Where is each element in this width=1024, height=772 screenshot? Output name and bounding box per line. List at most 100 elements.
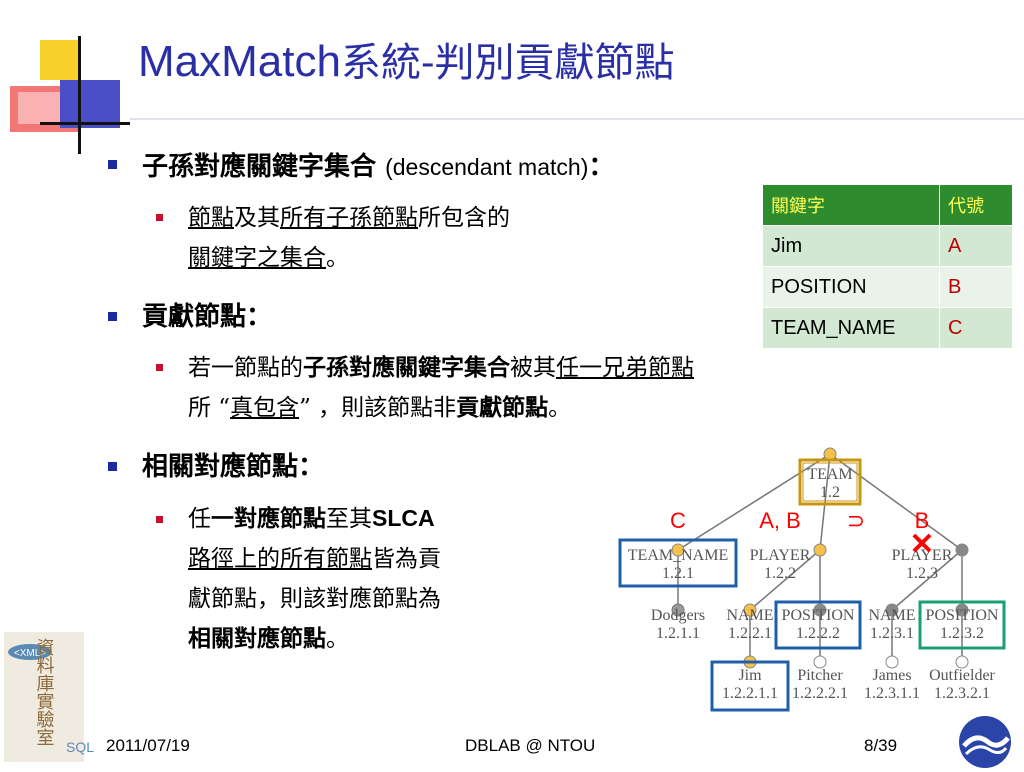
bullet-1-colon: ：	[588, 152, 615, 182]
highlight-box-position-1	[774, 600, 862, 650]
label-pitcher: Pitcher	[797, 667, 843, 684]
text-segment: 所有子孫節點	[280, 205, 418, 231]
title-rule	[130, 118, 1024, 120]
logo-sql: SQL	[66, 739, 94, 755]
label-james-id: 1.2.3.1.1	[864, 685, 920, 702]
annotation-cross: ✕	[909, 528, 934, 561]
table-header-row: 關鍵字 代號	[762, 184, 1013, 226]
title-latin: MaxMatch	[138, 37, 341, 86]
tree-node-player-2	[955, 543, 969, 557]
table-cell: POSITION	[762, 266, 940, 308]
tree-node-pitcher	[813, 655, 827, 669]
text-segment: 對應節點	[234, 505, 326, 532]
deco-horizontal-line	[40, 122, 130, 125]
deco-vertical-line	[78, 36, 81, 154]
logo-wave-2	[964, 745, 1008, 756]
table-cell: B	[939, 266, 1013, 308]
label-name-2-id: 1.2.3.1	[870, 625, 914, 642]
text-segment: 關鍵字之集合	[188, 245, 326, 271]
label-player-2: PLAYER	[892, 547, 953, 564]
title-cjk: 系統-判別貢獻節點	[340, 40, 675, 86]
text-segment: 真包含	[230, 395, 300, 421]
label-position-2-id: 1.2.3.2	[940, 625, 984, 642]
bullet-3-sub: 任一對應節點至其SLCA 路徑上的所有節點皆為貢 獻節點，則該對應節點為 相關對…	[188, 498, 441, 659]
footer-page: 8/39	[864, 736, 898, 755]
label-team-name-id: 1.2.1	[662, 565, 694, 582]
annotation-ab: A, B	[759, 508, 801, 533]
bullet-2-colon: ：	[246, 302, 273, 332]
label-dodgers-id: 1.2.1.1	[656, 625, 700, 642]
logo-wave-1	[962, 735, 1010, 748]
university-logo-icon	[959, 716, 1011, 768]
tree-node-james	[885, 655, 899, 669]
highlight-box-team-inner	[802, 462, 858, 502]
bullet-3-colon: ：	[298, 452, 325, 482]
text-segment: 貢獻節點	[456, 394, 549, 421]
label-name-1-id: 1.2.2.1	[728, 625, 772, 642]
deco-blue-square	[60, 80, 120, 128]
tree-edges	[677, 453, 963, 662]
logo-tag-bg	[8, 644, 52, 660]
tree-node-dodgers	[671, 603, 685, 617]
label-pitcher-id: 1.2.2.2.1	[792, 685, 848, 702]
label-position-1: POSITION	[782, 607, 855, 624]
bullet-1-sub: 節點及其所有子孫節點所包含的 關鍵字之集合。	[188, 198, 510, 278]
table-cell: Jim	[762, 225, 940, 267]
highlight-box-team	[798, 458, 862, 506]
label-player-2-id: 1.2.3	[906, 565, 938, 582]
keyword-table: 關鍵字 代號 Jim A POSITION B TEAM_NAME C	[762, 184, 1013, 349]
bullet-marker	[108, 312, 117, 321]
sub-bullet-marker	[156, 214, 163, 221]
tree-node-position-2	[955, 603, 969, 617]
label-jim-id: 1.2.2.1.1	[722, 685, 778, 702]
highlight-box-jim	[710, 660, 790, 712]
bullet-2-heading: 貢獻節點：	[142, 296, 272, 333]
lab-logo: <XML> 資料庫實驗室 SQL	[0, 628, 96, 768]
label-player-1: PLAYER	[750, 547, 811, 564]
bullet-1-heading: 子孫對應關鍵字集合 (descendant match)：	[142, 146, 614, 183]
label-position-2: POSITION	[926, 607, 999, 624]
label-player-1-id: 1.2.2	[764, 565, 796, 582]
text-segment: 。	[548, 395, 572, 421]
text-segment: 被其	[510, 355, 556, 381]
text-segment: 一	[211, 505, 234, 532]
text-segment: 若一節點的	[188, 355, 303, 381]
text-segment: 獻節點，則該對應節點為	[188, 586, 441, 612]
text-segment: 相關對應節點	[188, 625, 326, 652]
label-james: James	[872, 667, 911, 684]
bullet-1-heading-text: 子孫對應關鍵字集合	[142, 152, 377, 182]
label-team-name: TEAM_NAME	[628, 547, 728, 564]
text-segment: 子孫對應關鍵字集合	[303, 354, 510, 381]
highlight-box-position-2	[918, 600, 1006, 650]
label-name-1: NAME	[726, 607, 773, 624]
lab-logo-graphic: <XML> 資料庫實驗室 SQL	[4, 632, 94, 762]
text-segment: 皆為貢	[372, 546, 441, 572]
tree-node-team-name	[671, 543, 685, 557]
label-name-2: NAME	[868, 607, 915, 624]
table-row: TEAM_NAME C	[762, 307, 1013, 349]
bullet-marker	[108, 462, 117, 471]
table-row: POSITION B	[762, 266, 1013, 308]
label-outfielder: Outfielder	[929, 667, 995, 684]
text-segment: 節點	[188, 205, 234, 231]
label-dodgers: Dodgers	[651, 607, 705, 624]
tree-node-outfielder	[955, 655, 969, 669]
table-header-cell: 代號	[939, 184, 1013, 226]
tree-node-name-1	[743, 603, 757, 617]
tree-node-player-1	[813, 543, 827, 557]
slide-title: MaxMatch系統-判別貢獻節點	[138, 30, 674, 88]
sub-bullet-marker	[156, 364, 163, 371]
annotation-b: B	[915, 508, 930, 533]
bullet-1-heading-latin: (descendant match)	[385, 154, 589, 180]
text-segment: 所 “	[188, 395, 231, 421]
bullet-2-heading-text: 貢獻節點	[142, 302, 247, 332]
tree-node-team	[823, 447, 837, 461]
text-segment: ” ，則該節點非	[299, 395, 457, 421]
table-row: Jim A	[762, 225, 1013, 267]
xml-tree-diagram: TEAM 1.2 TEAM_NAME 1.2.1 PLAYER 1.2.2 PL…	[618, 447, 1006, 712]
footer-center: DBLAB @ NTOU	[465, 736, 596, 755]
text-segment: SLCA	[372, 505, 435, 531]
table-cell: C	[939, 307, 1013, 349]
label-jim: Jim	[738, 667, 762, 684]
label-outfielder-id: 1.2.3.2.1	[934, 685, 990, 702]
